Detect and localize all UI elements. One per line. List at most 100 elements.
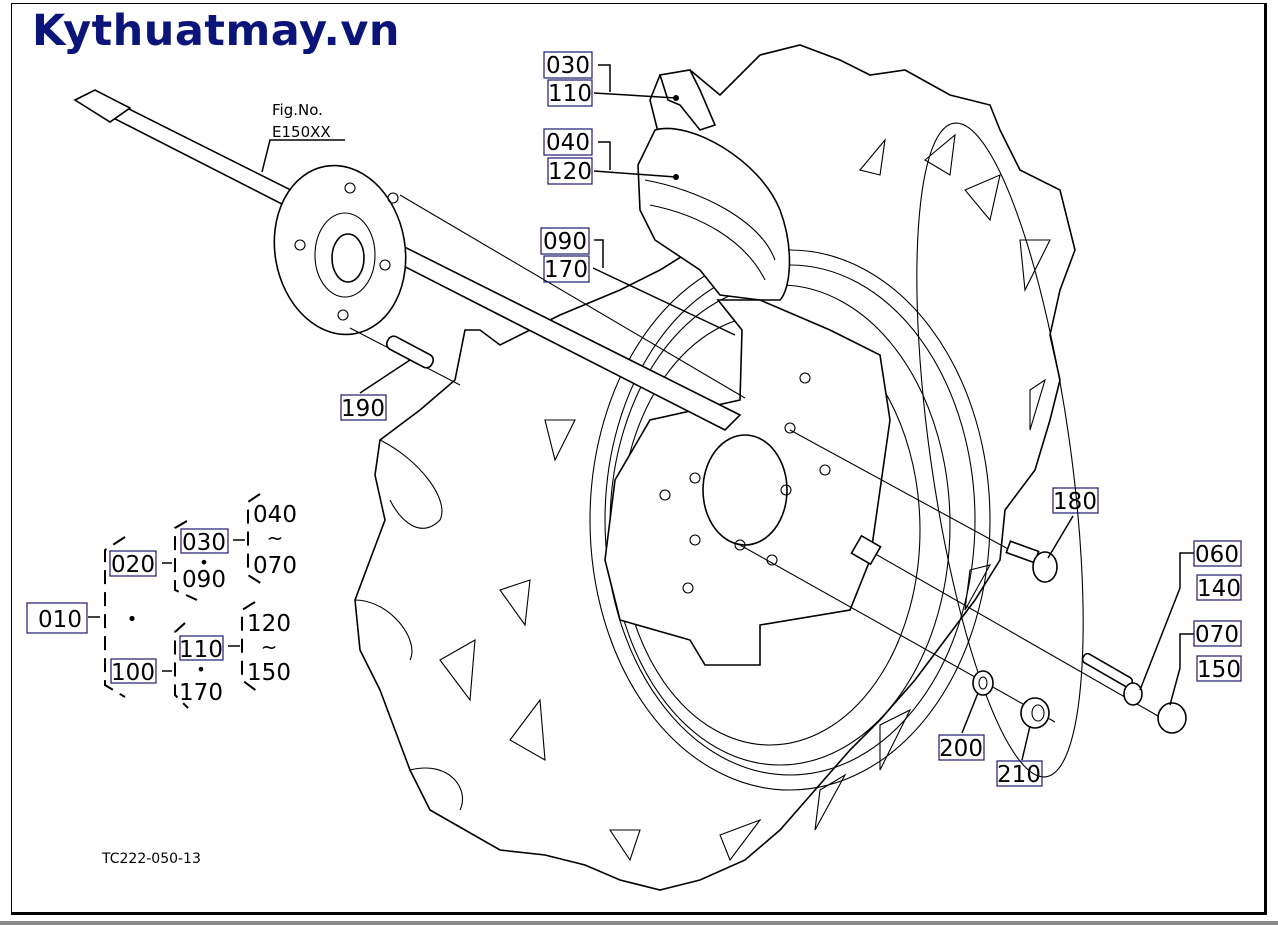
flange-hole [337,309,349,321]
bottom-scrollbar-strip [0,921,1278,925]
tree-a-sub-top: 030 [182,530,226,556]
brand-title: Kythuatmay.vn [32,6,401,56]
tree-b-range-top: 120 [247,611,291,637]
lug-window [879,708,912,771]
callout-label: 150 [1197,657,1241,683]
fig-no-value: E150XX [272,123,331,141]
tree-bracket [247,493,263,585]
bolt-hole [784,422,796,434]
lug-window [608,829,641,862]
bolt-hole [689,472,701,484]
bolt-hole [689,534,701,546]
tube-rib [644,179,776,261]
tree-b-sub-top: 110 [179,637,223,663]
flange-hole [344,182,356,194]
flange-hole [294,239,306,251]
lug-window [859,138,886,176]
callout-070-150: 070 150 [1193,620,1242,683]
lug-window [499,579,531,627]
bolt-hole [799,372,811,384]
lug-window [964,564,992,611]
callout-label: 170 [544,257,588,283]
flange-hole [379,259,391,271]
bolt-hole [819,464,831,476]
tube-rib [649,204,766,281]
lug-window [1019,239,1051,292]
callout-label: 030 [546,53,590,79]
tree-bracket [174,520,198,601]
tree-bracket [174,622,189,709]
lug-window [719,818,762,862]
lug-edge [354,599,413,661]
tread-inner-edge [916,122,1084,778]
tree-dot: • [199,553,208,572]
tree-b-range-bottom: 150 [247,660,291,686]
callout-label: 070 [1195,622,1239,648]
tree-range-symbol: ~ [267,526,284,550]
axle-shaft [80,91,742,431]
lug-window [964,174,1001,222]
callout-030-110: 030 110 [543,51,593,107]
callout-label: 200 [939,736,983,762]
callout-210: 210 [996,760,1043,788]
callout-label: 090 [543,229,587,255]
leader-flange-to-disc [399,194,746,399]
callout-200: 200 [938,734,985,762]
bolt-hole [682,582,694,594]
parts-hierarchy-tree: 010 • 020 030 • 090 040 ~ 070 100 110 • … [26,493,297,709]
rim-ring-outer [589,249,991,791]
callout-label: 180 [1053,489,1097,515]
lug-edge [379,439,443,529]
axle-spline-end [73,89,132,123]
disc-hub-hole [702,434,788,546]
callout-040-120: 040 120 [543,128,593,185]
wheel-disc [604,299,891,666]
bolt-180 [789,429,1058,583]
tree-bracket [241,601,259,693]
tree-root-box [26,602,88,634]
lug-window [439,639,476,702]
nut-210 [1020,697,1050,729]
lug-edge [409,767,464,811]
callout-label: 140 [1197,576,1241,602]
inner-tube-section [637,69,791,301]
lug-window [924,133,956,176]
flange-hole [387,192,399,204]
lug-window [509,698,546,761]
callout-label: 040 [546,130,590,156]
flange-ring [314,212,376,298]
lug-window [814,773,847,831]
tree-dot: • [196,660,205,679]
flange-bore [331,233,365,283]
lug-window [544,419,576,462]
valve-stem-060 [850,534,1166,721]
bolt-hole [734,539,746,551]
callout-090-170: 090 170 [540,227,590,283]
callout-060-140: 060 140 [1193,540,1242,602]
axle-assembly [73,89,746,431]
tube-outline [637,127,791,301]
tree-range-symbol: ~ [261,635,278,659]
tree-a-range-bottom: 070 [253,553,297,579]
callout-label: 110 [548,81,592,107]
tree-branch-b: 100 [111,660,155,686]
lug-piece-030 [658,69,717,131]
leader-lines [261,64,1194,761]
tree-b-sub-bottom: 170 [179,680,223,706]
tree-a-range-top: 040 [253,502,297,528]
valve-cap-070 [1157,702,1187,734]
bolt-hole [780,484,792,496]
bolt-hole [659,489,671,501]
callout-label: 120 [548,159,592,185]
tree-a-sub-bottom: 090 [182,567,226,593]
callout-label: 190 [341,396,385,422]
lug-window [1029,378,1046,431]
drawing-frame [11,3,1267,915]
tree-dot: • [127,609,138,630]
callout-180: 180 [1052,487,1099,515]
callout-label: 060 [1195,542,1239,568]
stud-bolt-190 [349,327,461,386]
washer-200 [739,544,1056,723]
fig-no-label: Fig.No. [272,101,323,119]
